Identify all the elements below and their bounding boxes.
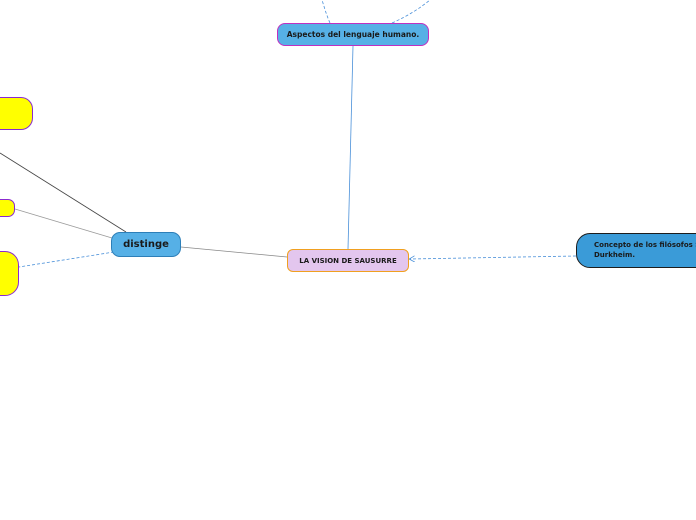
node-central-label: LA VISION DE SAUSURRE xyxy=(299,256,397,265)
connector-central-distinge xyxy=(180,246,288,258)
node-concepto-filosofos[interactable]: Concepto de los filósofos S Durkheim. xyxy=(576,233,696,268)
node-yellow-1[interactable] xyxy=(0,97,33,130)
node-distinge-label: distinge xyxy=(123,239,169,250)
node-concepto-label: Concepto de los filósofos S Durkheim. xyxy=(594,241,696,259)
connector-central-aspectos xyxy=(347,45,354,250)
connector-concepto-central xyxy=(410,255,577,259)
connector-aspectos-offscreen-left xyxy=(321,0,331,24)
connector-distinge-yellow-1 xyxy=(0,152,127,233)
node-central-topic[interactable]: LA VISION DE SAUSURRE xyxy=(287,249,409,272)
connector-aspectos-offscreen-right xyxy=(391,0,431,24)
connector-distinge-yellow-2 xyxy=(14,208,113,239)
node-yellow-2[interactable] xyxy=(0,199,15,217)
connector-distinge-yellow-3 xyxy=(18,251,115,268)
node-distinge[interactable]: distinge xyxy=(111,232,181,257)
node-aspectos-lenguaje[interactable]: Aspectos del lenguaje humano. xyxy=(277,23,429,46)
node-aspectos-label: Aspectos del lenguaje humano. xyxy=(286,30,420,39)
node-yellow-3[interactable] xyxy=(0,251,19,296)
